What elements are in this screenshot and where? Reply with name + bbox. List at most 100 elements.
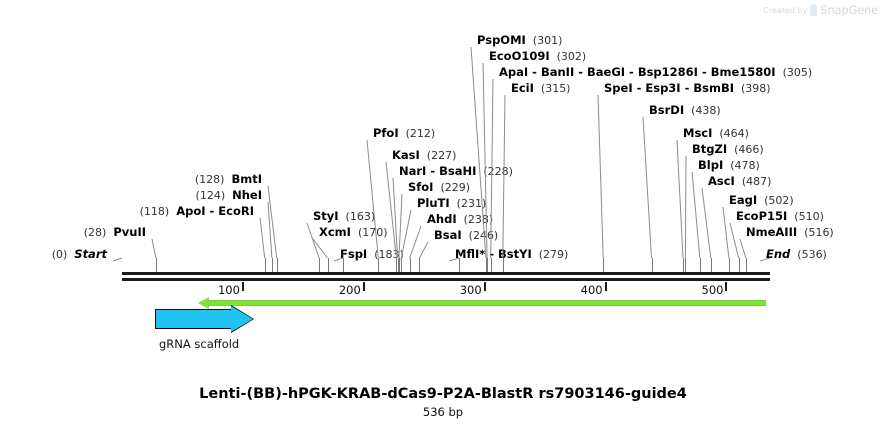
cut-site-marker[interactable] (485, 258, 487, 272)
enzyme-label-row[interactable]: EcoP15I (510) (736, 209, 824, 224)
enzyme-name: XcmI (319, 225, 351, 239)
cut-site-marker[interactable] (490, 258, 492, 272)
enzyme-name: NarI - BsaHI (399, 164, 477, 178)
cut-site-marker[interactable] (398, 258, 400, 272)
snapgene-watermark: Created by SnapGene (763, 3, 878, 17)
leader-line (739, 238, 747, 259)
enzyme-label-row[interactable]: AscI (487) (708, 175, 771, 189)
ruler-tick (725, 282, 728, 291)
enzyme-label-row[interactable]: PspOMI (301) (477, 34, 563, 48)
leader-line (684, 155, 687, 259)
enzyme-label-row[interactable]: BlpI (478) (698, 158, 760, 173)
enzyme-label-row[interactable]: EcoO109I (302) (489, 50, 586, 64)
enzyme-label-row[interactable]: PfoI (212) (373, 126, 436, 141)
enzyme-label-row[interactable]: NarI - BsaHI (228) (399, 164, 513, 179)
cut-site-marker[interactable] (728, 258, 730, 272)
enzyme-label-row[interactable]: StyI (163) (313, 210, 376, 224)
leader-line (151, 238, 157, 259)
cut-site-marker[interactable] (396, 258, 398, 272)
enzyme-name: EagI (729, 193, 758, 207)
cut-site-marker[interactable] (459, 258, 461, 272)
enzyme-label-row[interactable]: EagI (502) (729, 193, 794, 208)
enzyme-label-row[interactable]: BsaI (246) (434, 228, 498, 243)
enzyme-label-row[interactable]: (0) Start (0, 247, 107, 262)
enzyme-position: (163) (338, 210, 376, 223)
enzyme-label-row[interactable]: PluTI (231) (417, 197, 487, 211)
enzyme-label-row[interactable]: SpeI - Esp3I - BsmBI (398) (604, 82, 771, 96)
enzyme-name: PfoI (373, 126, 399, 140)
ruler-tick (241, 282, 244, 291)
enzyme-label-row[interactable]: BtgZI (466) (692, 143, 764, 157)
ruler-tick-label: 100 (217, 283, 240, 297)
enzyme-name: BsrDI (649, 103, 685, 117)
cut-site-marker[interactable] (397, 258, 399, 272)
cut-site-marker[interactable] (419, 258, 421, 272)
leader-line (597, 94, 604, 259)
enzyme-label-row[interactable]: EciI (315) (511, 81, 570, 96)
enzyme-position: (170) (350, 226, 388, 239)
ruler-tick-label: 300 (459, 283, 482, 297)
enzyme-name: EciI (511, 81, 534, 95)
enzyme-label-row[interactable]: KasI (227) (392, 149, 456, 163)
enzyme-position: (279) (531, 248, 569, 261)
leader-line (409, 225, 422, 259)
enzyme-label-row[interactable]: AhdI (238) (427, 213, 494, 227)
cut-site-marker[interactable] (738, 258, 740, 272)
enzyme-position: (238) (456, 213, 494, 226)
enzyme-label-row[interactable]: XcmI (170) (319, 225, 388, 240)
reverse-span-bar[interactable] (208, 300, 766, 306)
enzyme-position: (301) (525, 34, 563, 47)
leader-line (642, 116, 652, 259)
enzyme-position: (128) (194, 173, 232, 186)
enzyme-label-row[interactable]: MflI* - BstYI (279) (455, 248, 569, 262)
enzyme-position: (124) (195, 189, 233, 202)
enzyme-position: (478) (723, 159, 760, 172)
cut-site-marker[interactable] (603, 258, 605, 272)
enzyme-position: (212) (398, 127, 436, 140)
cut-site-marker[interactable] (745, 258, 747, 272)
cut-site-marker[interactable] (651, 258, 653, 272)
ruler-tick-label: 200 (338, 283, 361, 297)
watermark-brand: SnapGene (820, 3, 878, 17)
cut-site-marker[interactable] (155, 258, 157, 272)
cut-site-marker[interactable] (378, 258, 380, 272)
enzyme-label-row[interactable]: (124) NheI (0, 189, 262, 203)
enzyme-label-row[interactable]: NmeAIII (516) (746, 226, 834, 240)
leader-line (267, 185, 278, 259)
cut-site-marker[interactable] (710, 258, 712, 272)
enzyme-label-row[interactable]: FspI (183) (340, 248, 404, 262)
enzyme-label-row[interactable]: End (536) (766, 248, 827, 262)
cut-site-marker[interactable] (343, 258, 345, 272)
grna-scaffold-body[interactable] (155, 309, 232, 329)
enzyme-label-row[interactable]: (28) PvuII (0, 226, 146, 240)
enzyme-name: Start (74, 247, 107, 261)
enzyme-label-row[interactable]: BsrDI (438) (649, 103, 721, 118)
cut-site-marker[interactable] (401, 258, 403, 272)
enzyme-label-row[interactable]: (118) ApoI - EcoRI (0, 205, 254, 219)
ruler-tick-label: 400 (580, 283, 603, 297)
enzyme-name: BsaI (434, 228, 462, 242)
leader-line (691, 171, 701, 259)
cut-site-marker[interactable] (409, 258, 411, 272)
cut-site-marker[interactable] (502, 258, 504, 272)
leader-line (418, 241, 429, 259)
enzyme-label-row[interactable]: (128) BmtI (0, 173, 262, 187)
cut-site-marker[interactable] (685, 258, 687, 272)
enzyme-position: (464) (712, 127, 749, 140)
cut-site-marker[interactable] (699, 258, 701, 272)
leader-line (267, 201, 273, 259)
cut-site-marker[interactable] (319, 258, 321, 272)
enzyme-name: BlpI (698, 158, 724, 172)
cut-site-marker[interactable] (683, 258, 684, 272)
cut-site-marker[interactable] (271, 258, 273, 272)
enzyme-name: EcoP15I (736, 209, 788, 223)
enzyme-label-row[interactable]: SfoI (229) (408, 181, 470, 195)
enzyme-label-row[interactable]: ApaI - BanII - BaeGI - Bsp1286I - Bme158… (499, 66, 812, 80)
cut-site-marker[interactable] (276, 258, 278, 272)
leader-line (470, 46, 487, 259)
cut-site-marker[interactable] (327, 258, 329, 272)
enzyme-label-row[interactable]: MscI (464) (683, 127, 749, 141)
enzyme-position: (231) (449, 197, 487, 210)
cut-site-marker[interactable] (487, 258, 489, 272)
cut-site-marker[interactable] (264, 258, 266, 272)
